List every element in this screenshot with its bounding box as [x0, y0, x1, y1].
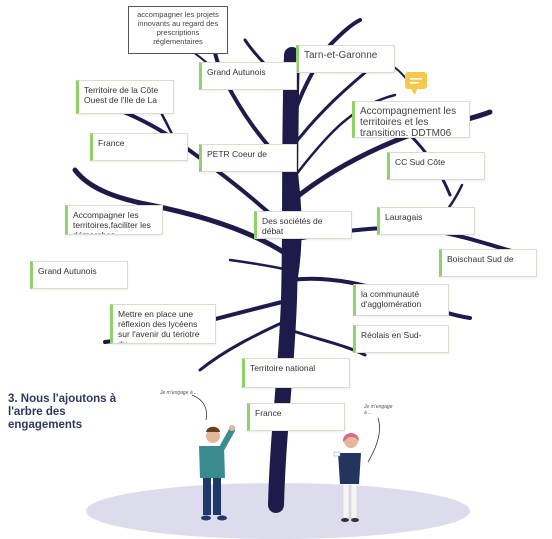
- note-accompagner-territoires[interactable]: Accompagner les territoires,faciliter le…: [65, 205, 163, 235]
- note-societes-debat[interactable]: Des sociétés de débat: [254, 211, 352, 239]
- note-accompagnement-territoires[interactable]: Accompagnement les territoires et les tr…: [352, 101, 470, 138]
- top-note: accompagner les projets innovants au reg…: [128, 6, 228, 54]
- note-grand-autunois-top[interactable]: Grand Autunois: [199, 62, 297, 90]
- note-tarn-et-garonne[interactable]: Tarn-et-Garonne: [296, 45, 395, 73]
- note-grand-autunois-mid[interactable]: Grand Autunois: [30, 261, 128, 289]
- person-left: [199, 425, 235, 521]
- speech-curve-right: [367, 417, 380, 463]
- note-petr-coeur[interactable]: PETR Coeur de: [199, 144, 297, 172]
- person-right: [333, 433, 361, 522]
- note-communaute-agglo[interactable]: la communauté d'agglomération: [353, 284, 449, 316]
- note-france-left[interactable]: France: [90, 133, 188, 161]
- note-reolais[interactable]: Réolais en Sud-: [353, 325, 449, 353]
- note-territoire-national[interactable]: Territoire national: [242, 358, 350, 388]
- note-cc-sud-cote[interactable]: CC Sud Côte: [387, 152, 485, 180]
- step-caption: 3. Nous l'ajoutons à l'arbre des engagem…: [8, 393, 117, 431]
- chat-comment-icon[interactable]: [405, 72, 427, 95]
- note-mettre-en-place[interactable]: Mettre en place une réflexion des lycéen…: [110, 304, 216, 344]
- note-territoire-cote-ouest[interactable]: Territoire de la Côte Ouest de l'Ile de …: [76, 80, 174, 114]
- note-boischaut[interactable]: Boischaut Sud de: [439, 249, 537, 277]
- speech-curve-left: [191, 394, 207, 421]
- speech-text-left: Je m'engage à ...: [160, 390, 199, 396]
- note-france-bottom[interactable]: France: [247, 403, 345, 431]
- note-lauragais[interactable]: Lauragais: [377, 207, 475, 235]
- speech-text-right: Je m'engage à ...: [364, 404, 393, 416]
